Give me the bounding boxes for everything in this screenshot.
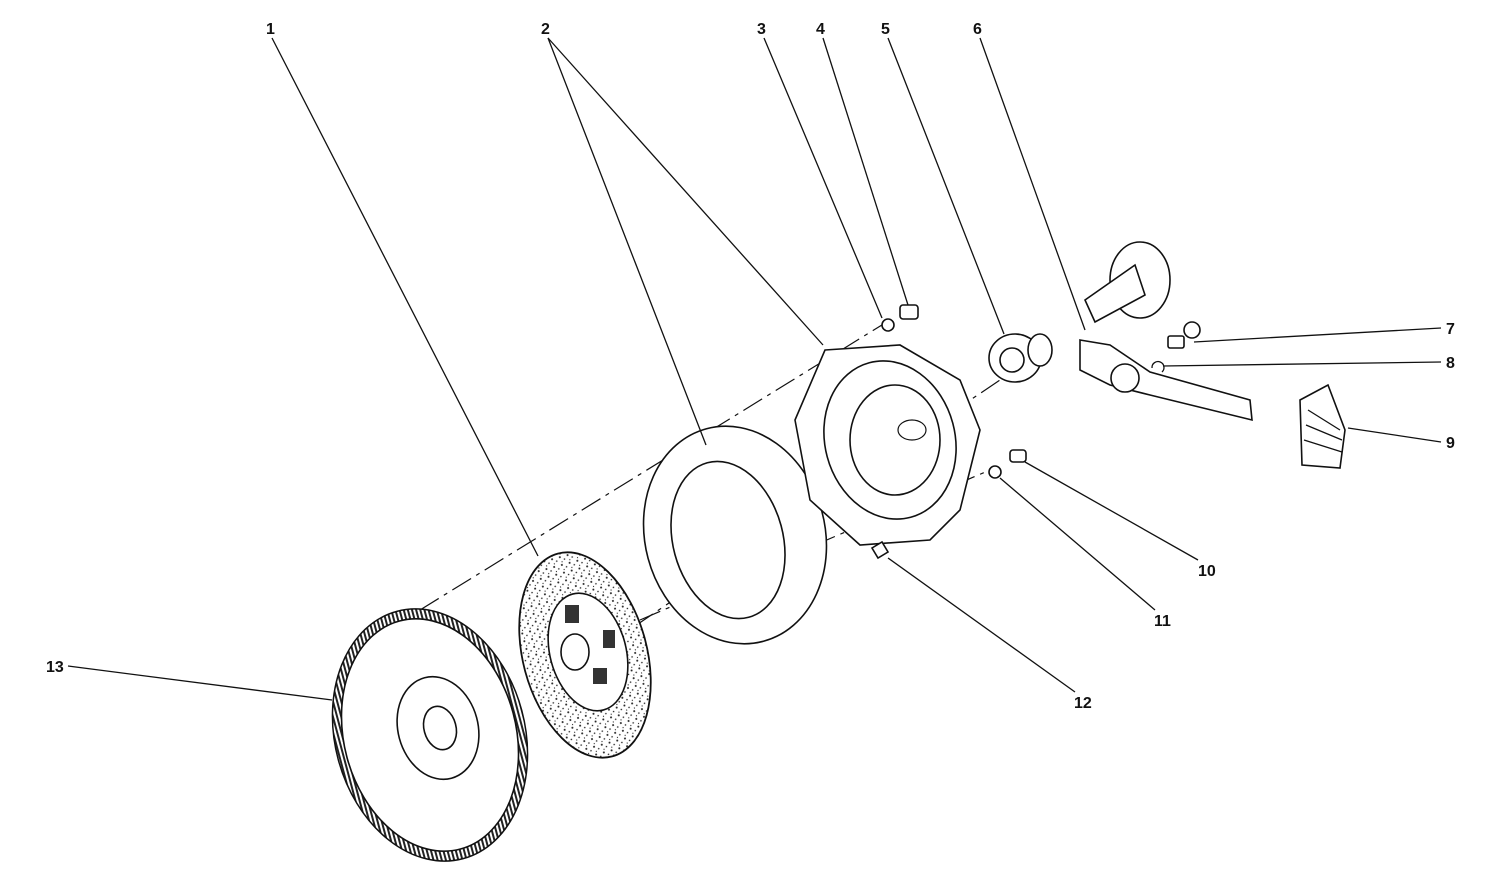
callout-12: 12 (1074, 695, 1092, 712)
retaining-clip-part (1151, 360, 1165, 373)
release-bearing-part (988, 333, 1053, 383)
callout-3: 3 (757, 21, 766, 38)
callout-2: 2 (541, 21, 550, 38)
callout-4: 4 (816, 21, 825, 38)
clutch-disc-part (518, 551, 652, 759)
assembly-axis-line (419, 319, 891, 611)
cover-bolt-part (1009, 449, 1027, 463)
callout-7: 7 (1446, 321, 1455, 338)
leader-lines (67, 37, 1442, 701)
bolt-part (899, 304, 919, 320)
lock-washer-part (881, 318, 895, 332)
pressure-ring-part (642, 425, 828, 645)
bearing-sleeve-part (1083, 241, 1171, 324)
callout-8: 8 (1446, 355, 1455, 372)
callout-9: 9 (1446, 435, 1455, 452)
spring-washer-part (988, 465, 1002, 479)
dust-boot-part (1299, 383, 1346, 469)
callout-5: 5 (881, 21, 890, 38)
clutch-cover-part (794, 344, 981, 546)
callout-6: 6 (973, 21, 982, 38)
callout-10: 10 (1198, 563, 1216, 580)
callout-1: 1 (266, 21, 275, 38)
dowel-part (870, 540, 890, 560)
callout-13: 13 (46, 659, 64, 676)
callout-11: 11 (1154, 613, 1171, 630)
release-fork-part (1079, 339, 1253, 422)
pivot-stud-part (1167, 321, 1201, 349)
flywheel-part (331, 608, 529, 862)
